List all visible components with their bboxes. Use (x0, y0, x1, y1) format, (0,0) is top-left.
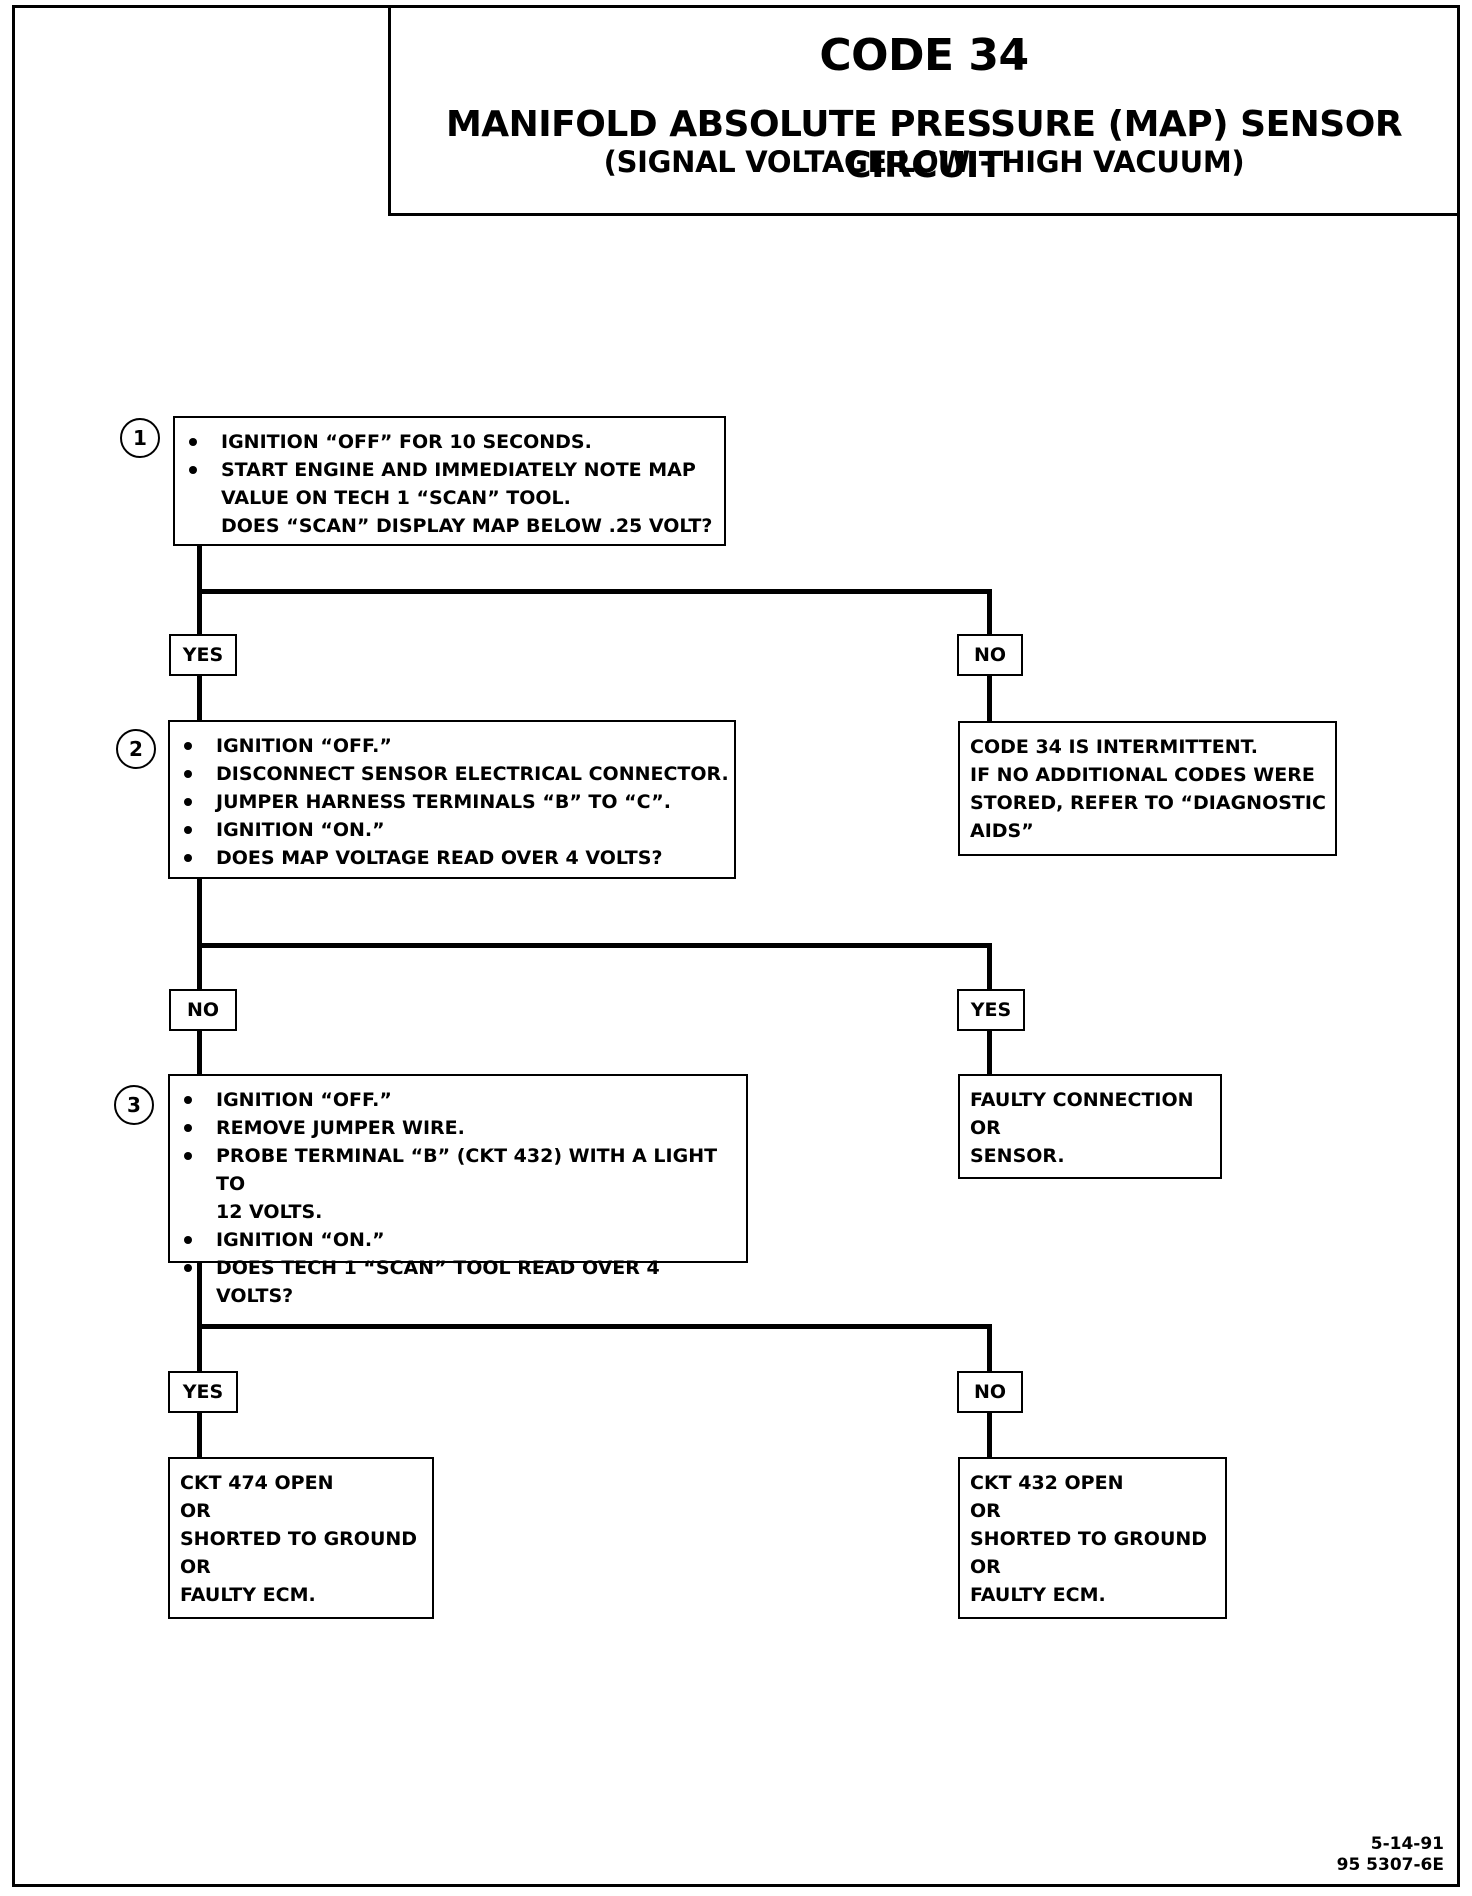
connector-line (197, 675, 202, 720)
result-line: SHORTED TO GROUND (970, 1528, 1208, 1550)
step-1-line: DOES “SCAN” DISPLAY MAP BELOW .25 VOLT? (221, 515, 713, 537)
result-box-ckt474: CKT 474 OPEN OR SHORTED TO GROUND OR FAU… (168, 1457, 434, 1619)
connector-line (987, 1030, 992, 1075)
step-3-line: 12 VOLTS. (216, 1201, 323, 1223)
result-line: OR (970, 1117, 1001, 1139)
connector-line (197, 1262, 202, 1372)
result-line: OR (180, 1556, 211, 1578)
result-line: CKT 432 OPEN (970, 1472, 1124, 1494)
connector-line (987, 675, 992, 722)
result-line: OR (970, 1556, 1001, 1578)
step-1-line: IGNITION “OFF” FOR 10 SECONDS. (179, 428, 720, 456)
step-1-line: VALUE ON TECH 1 “SCAN” TOOL. (221, 487, 571, 509)
page-title: MANIFOLD ABSOLUTE PRESSURE (MAP) SENSOR … (445, 104, 1403, 186)
connector-line (987, 589, 992, 635)
result-line: AIDS” (970, 820, 1034, 842)
step-number-badge: 2 (116, 729, 156, 769)
branch-label-no: NO (957, 634, 1023, 676)
step-box-1: IGNITION “OFF” FOR 10 SECONDS. START ENG… (173, 416, 726, 546)
step-3-line: REMOVE JUMPER WIRE. (174, 1114, 742, 1142)
footer-figure-number: 95 5307-6E (1336, 1855, 1444, 1875)
branch-label-yes: YES (169, 634, 237, 676)
branch-label-no: NO (169, 989, 237, 1031)
title-block: CODE 34 MANIFOLD ABSOLUTE PRESSURE (MAP)… (388, 5, 1460, 216)
step-1-line: START ENGINE AND IMMEDIATELY NOTE MAP (179, 456, 720, 484)
footer-date: 5-14-91 (1370, 1834, 1444, 1854)
connector-line (197, 878, 202, 990)
connector-line (197, 589, 992, 594)
result-line: IF NO ADDITIONAL CODES WERE (970, 764, 1315, 786)
branch-label-no: NO (957, 1371, 1023, 1413)
step-2-line: DOES MAP VOLTAGE READ OVER 4 VOLTS? (174, 844, 730, 872)
result-line: FAULTY ECM. (970, 1584, 1106, 1606)
page-subtitle: (SIGNAL VOLTAGE LOW - HIGH VACUUM) (603, 145, 1245, 179)
footer-reference: 5-14-91 95 5307-6E (1337, 1834, 1444, 1876)
result-line: SENSOR. (970, 1145, 1065, 1167)
result-line: FAULTY CONNECTION (970, 1089, 1194, 1111)
connector-line (987, 1324, 992, 1372)
result-box-faulty-connection: FAULTY CONNECTION OR SENSOR. (958, 1074, 1222, 1179)
result-line: FAULTY ECM. (180, 1584, 316, 1606)
result-line: SHORTED TO GROUND (180, 1528, 418, 1550)
step-3-line: IGNITION “OFF.” (174, 1086, 742, 1114)
result-box-intermittent: CODE 34 IS INTERMITTENT. IF NO ADDITIONA… (958, 721, 1337, 856)
connector-line (197, 943, 992, 948)
step-number-badge: 1 (120, 418, 160, 458)
step-2-line: DISCONNECT SENSOR ELECTRICAL CONNECTOR. (174, 760, 730, 788)
result-box-ckt432: CKT 432 OPEN OR SHORTED TO GROUND OR FAU… (958, 1457, 1227, 1619)
step-box-2: IGNITION “OFF.” DISCONNECT SENSOR ELECTR… (168, 720, 736, 879)
step-number-badge: 3 (114, 1085, 154, 1125)
result-line: OR (180, 1500, 211, 1522)
branch-label-yes: YES (168, 1371, 238, 1413)
step-3-line: IGNITION “ON.” (174, 1226, 742, 1254)
branch-label-yes: YES (957, 989, 1025, 1031)
code-heading: CODE 34 (819, 30, 1029, 81)
connector-line (987, 943, 992, 990)
connector-line (987, 1412, 992, 1458)
result-line: CODE 34 IS INTERMITTENT. (970, 736, 1258, 758)
connector-line (197, 1030, 202, 1075)
step-2-line: JUMPER HARNESS TERMINALS “B” TO “C”. (174, 788, 730, 816)
connector-line (197, 1324, 992, 1329)
result-line: CKT 474 OPEN (180, 1472, 334, 1494)
step-2-line: IGNITION “OFF.” (174, 732, 730, 760)
step-3-line: DOES TECH 1 “SCAN” TOOL READ OVER 4 VOLT… (174, 1254, 742, 1310)
result-line: STORED, REFER TO “DIAGNOSTIC (970, 792, 1326, 814)
step-2-line: IGNITION “ON.” (174, 816, 730, 844)
step-box-3: IGNITION “OFF.” REMOVE JUMPER WIRE. PROB… (168, 1074, 748, 1307)
connector-line (197, 1412, 202, 1458)
step-3-line: PROBE TERMINAL “B” (CKT 432) WITH A LIGH… (174, 1142, 742, 1198)
result-line: OR (970, 1500, 1001, 1522)
